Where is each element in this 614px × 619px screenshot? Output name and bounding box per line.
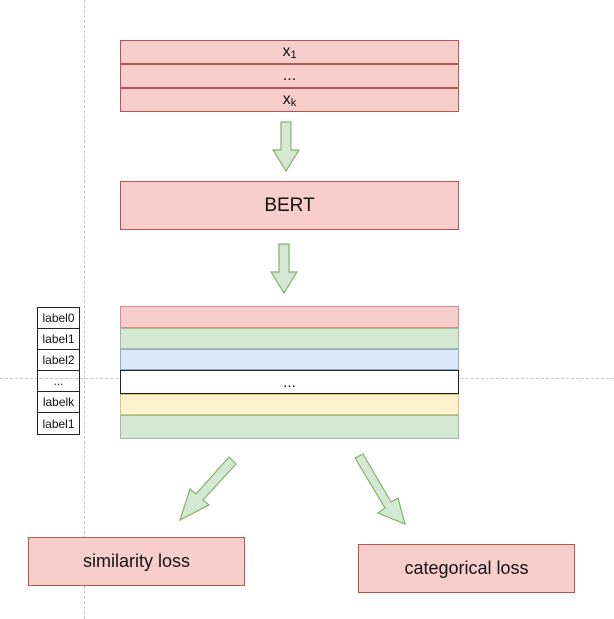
label-cell: label0 xyxy=(38,308,79,329)
output-row-3: ... xyxy=(120,370,459,394)
output-row-ellipsis: ... xyxy=(283,373,296,391)
label-cell: label1 xyxy=(42,416,75,431)
input-token-xk-base: x xyxy=(282,91,291,108)
label-column: label0 label1 label2 ... labelk label1 xyxy=(37,307,80,435)
bert-encoder-box: BERT xyxy=(120,181,459,230)
label-cell: label1 xyxy=(38,329,79,350)
similarity-loss-label: similarity loss xyxy=(82,551,190,571)
output-row-5 xyxy=(120,415,459,439)
arrow-down-left-icon xyxy=(178,456,237,522)
output-row-0 xyxy=(120,306,459,328)
output-row-4 xyxy=(120,394,459,415)
output-row-2 xyxy=(120,349,459,370)
input-token-x1-base: x xyxy=(282,43,291,60)
arrow-down-right-icon xyxy=(354,453,406,526)
label-cell: label2 xyxy=(38,350,79,371)
input-token-ellipsis-text: ... xyxy=(282,67,297,84)
input-token-x1-sub: 1 xyxy=(290,49,297,61)
bert-label: BERT xyxy=(264,194,315,216)
output-row-1 xyxy=(120,328,459,349)
input-token-ellipsis: ... xyxy=(120,64,459,88)
label-cell: labelk xyxy=(38,392,79,413)
input-token-xk-sub: k xyxy=(290,97,297,109)
label-cell: ... xyxy=(38,371,79,392)
arrow-down-icon xyxy=(269,243,299,295)
categorical-loss-label: categorical loss xyxy=(404,558,529,578)
similarity-loss-box: similarity loss xyxy=(28,537,245,586)
vertical-guide-line xyxy=(84,0,85,619)
categorical-loss-box: categorical loss xyxy=(358,544,575,593)
arrow-down-icon xyxy=(271,121,301,173)
